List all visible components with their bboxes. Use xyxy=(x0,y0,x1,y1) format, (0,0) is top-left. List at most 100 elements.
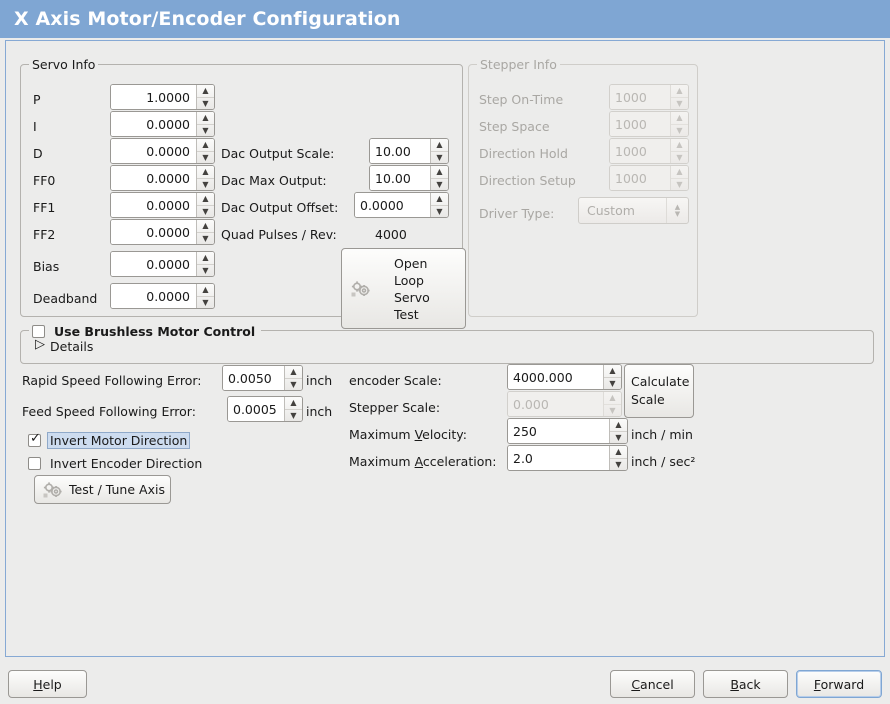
spinner-down-icon[interactable]: ▼ xyxy=(431,178,448,190)
spinner-buttons[interactable]: ▲▼ xyxy=(197,166,214,190)
spinner-down-icon[interactable]: ▼ xyxy=(197,151,214,163)
stepper-label-step-on-time: Step On-Time xyxy=(479,92,564,107)
checkbox-box[interactable] xyxy=(28,432,41,447)
servo-input-deadband[interactable]: 0.0000 ▲▼ xyxy=(110,283,215,309)
spinner-down-icon[interactable]: ▼ xyxy=(197,232,214,244)
spinner-up-icon[interactable]: ▲ xyxy=(436,140,443,149)
spinner-up-icon[interactable]: ▲ xyxy=(202,194,209,203)
spinner-buttons[interactable]: ▲▼ xyxy=(197,284,214,308)
spinner-buttons[interactable]: ▲▼ xyxy=(197,193,214,217)
spinner-buttons[interactable]: ▲▼ xyxy=(197,112,214,136)
dac-output-scale-input[interactable]: 10.00 ▲▼ xyxy=(369,138,449,164)
spinner-buttons[interactable]: ▲▼ xyxy=(197,139,214,163)
servo-input-d[interactable]: 0.0000 ▲▼ xyxy=(110,138,215,164)
stepper-scale-label: Stepper Scale: xyxy=(349,400,441,415)
spinner-down-icon[interactable]: ▼ xyxy=(197,296,214,308)
checkbox-box[interactable] xyxy=(28,457,41,470)
use-brushless-checkbox[interactable]: Use Brushless Motor Control xyxy=(29,323,262,340)
maximum-velocity-value: 250 xyxy=(508,419,610,443)
cancel-button[interactable]: Cancel xyxy=(610,670,695,698)
spinner-up-icon[interactable]: ▲ xyxy=(290,367,297,376)
spinner-up-icon[interactable]: ▲ xyxy=(202,253,209,262)
invert-motor-direction-checkbox[interactable]: Invert Motor Direction xyxy=(28,432,191,449)
spinner-up-icon[interactable]: ▲ xyxy=(202,86,209,95)
dac-output-offset-input[interactable]: 0.0000 ▲▼ xyxy=(354,192,449,218)
spinner-down-icon: ▼ xyxy=(671,124,688,136)
spinner-down-icon[interactable]: ▼ xyxy=(285,409,302,421)
spinner-up-icon[interactable]: ▲ xyxy=(609,366,616,375)
servo-input-i[interactable]: 0.0000 ▲▼ xyxy=(110,111,215,137)
spinner-up-icon[interactable]: ▲ xyxy=(202,285,209,294)
spinner-buttons: ▲▼ xyxy=(671,139,688,163)
spinner-down-icon[interactable]: ▼ xyxy=(285,378,302,390)
servo-input-d-value: 0.0000 xyxy=(111,139,197,163)
spinner-down-icon[interactable]: ▼ xyxy=(604,377,621,389)
maximum-acceleration-unit: inch / sec² xyxy=(631,454,696,469)
spinner-buttons[interactable]: ▲▼ xyxy=(431,166,448,190)
spinner-up-icon[interactable]: ▲ xyxy=(202,221,209,230)
spinner-up-icon[interactable]: ▲ xyxy=(290,398,297,407)
spinner-buttons[interactable]: ▲▼ xyxy=(197,85,214,109)
spinner-up-icon[interactable]: ▲ xyxy=(615,420,622,429)
stepper-input-direction-setup: 1000 ▲▼ xyxy=(609,165,689,191)
spinner-down-icon[interactable]: ▼ xyxy=(197,264,214,276)
spinner-up-icon[interactable]: ▲ xyxy=(436,167,443,176)
forward-button[interactable]: Forward xyxy=(796,670,882,698)
servo-input-ff0-value: 0.0000 xyxy=(111,166,197,190)
spinner-down-icon[interactable]: ▼ xyxy=(610,458,627,470)
servo-input-ff2[interactable]: 0.0000 ▲▼ xyxy=(110,219,215,245)
dac-max-output-input[interactable]: 10.00 ▲▼ xyxy=(369,165,449,191)
help-button[interactable]: Help xyxy=(8,670,87,698)
servo-input-ff0[interactable]: 0.0000 ▲▼ xyxy=(110,165,215,191)
gears-icon xyxy=(42,480,64,500)
spinner-buttons[interactable]: ▲▼ xyxy=(285,366,302,390)
spinner-buttons[interactable]: ▲▼ xyxy=(610,419,627,443)
feed-following-error-value: 0.0005 xyxy=(228,397,285,421)
dac-output-offset-label: Dac Output Offset: xyxy=(221,200,339,215)
spinner-buttons[interactable]: ▲▼ xyxy=(431,139,448,163)
spinner-down-icon[interactable]: ▼ xyxy=(197,97,214,109)
spinner-down-icon[interactable]: ▼ xyxy=(197,178,214,190)
rapid-following-error-input[interactable]: 0.0050 ▲▼ xyxy=(222,365,303,391)
feed-following-error-input[interactable]: 0.0005 ▲▼ xyxy=(227,396,303,422)
spinner-buttons: ▲▼ xyxy=(604,392,621,416)
spinner-up-icon[interactable]: ▲ xyxy=(615,447,622,456)
servo-input-ff1[interactable]: 0.0000 ▲▼ xyxy=(110,192,215,218)
spinner-buttons[interactable]: ▲▼ xyxy=(197,220,214,244)
back-button[interactable]: Back xyxy=(703,670,788,698)
rapid-following-error-label: Rapid Speed Following Error: xyxy=(22,373,202,388)
spinner-down-icon[interactable]: ▼ xyxy=(431,151,448,163)
spinner-down-icon[interactable]: ▼ xyxy=(610,431,627,443)
spinner-up-icon[interactable]: ▲ xyxy=(202,167,209,176)
spinner-up-icon[interactable]: ▲ xyxy=(436,194,443,203)
servo-label-ff1: FF1 xyxy=(33,200,56,215)
encoder-scale-value: 4000.000 xyxy=(508,365,604,389)
spinner-buttons[interactable]: ▲▼ xyxy=(285,397,302,421)
spinner-down-icon[interactable]: ▼ xyxy=(431,205,448,217)
spinner-down-icon[interactable]: ▼ xyxy=(197,124,214,136)
spinner-up-icon: ▲ xyxy=(609,393,616,402)
test-tune-axis-button[interactable]: Test / Tune Axis xyxy=(34,475,171,504)
maximum-acceleration-input[interactable]: 2.0 ▲▼ xyxy=(507,445,628,471)
calculate-scale-line-1: Calculate xyxy=(631,374,690,389)
spinner-up-icon[interactable]: ▲ xyxy=(202,113,209,122)
servo-input-p[interactable]: 1.0000 ▲▼ xyxy=(110,84,215,110)
spinner-buttons[interactable]: ▲▼ xyxy=(610,446,627,470)
brushless-group: Use Brushless Motor Control Details xyxy=(20,323,874,364)
spinner-buttons[interactable]: ▲▼ xyxy=(604,365,621,389)
spinner-down-icon[interactable]: ▼ xyxy=(197,205,214,217)
maximum-velocity-input[interactable]: 250 ▲▼ xyxy=(507,418,628,444)
spinner-buttons[interactable]: ▲▼ xyxy=(431,193,448,217)
details-expander[interactable]: Details xyxy=(33,338,93,355)
calculate-scale-button[interactable]: Calculate Scale xyxy=(624,364,694,418)
invert-encoder-direction-checkbox[interactable]: Invert Encoder Direction xyxy=(28,455,205,472)
use-brushless-label: Use Brushless Motor Control xyxy=(54,324,256,339)
chevron-right-icon[interactable] xyxy=(35,338,45,352)
spinner-buttons[interactable]: ▲▼ xyxy=(197,252,214,276)
spinner-up-icon: ▲ xyxy=(676,113,683,122)
open-loop-servo-test-button[interactable]: Open Loop Servo Test xyxy=(341,248,466,329)
encoder-scale-input[interactable]: 4000.000 ▲▼ xyxy=(507,364,622,390)
maximum-velocity-unit: inch / min xyxy=(631,427,693,442)
spinner-up-icon[interactable]: ▲ xyxy=(202,140,209,149)
servo-input-bias[interactable]: 0.0000 ▲▼ xyxy=(110,251,215,277)
